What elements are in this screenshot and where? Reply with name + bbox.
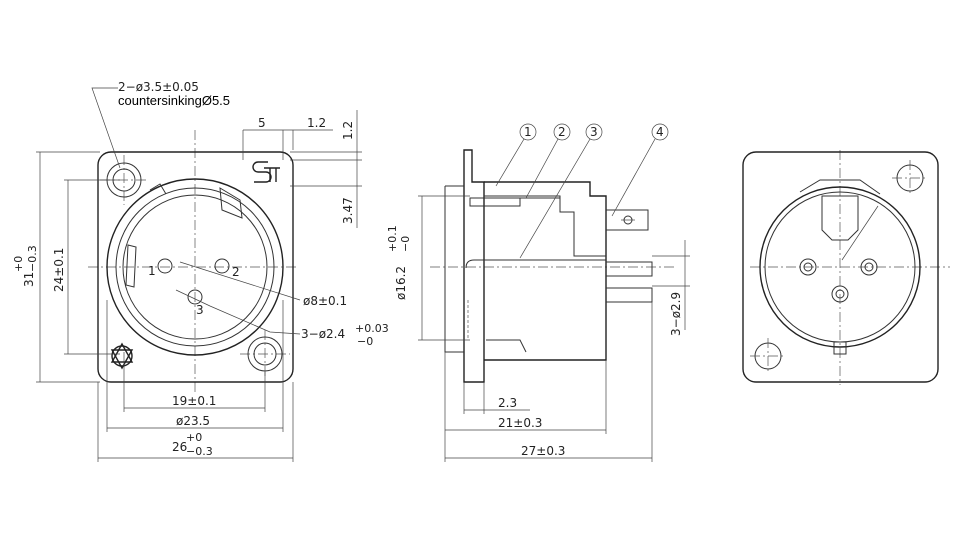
dim-pin-dia-2-9: 3−ø2.9: [669, 292, 683, 336]
housing-outer-ring: [106, 178, 284, 356]
dim-19: 19±0.1: [172, 394, 216, 408]
flange-outline: [97, 151, 294, 383]
pin-3-label: 3: [196, 303, 204, 317]
dim-dia-16-2-tol-lower: −0: [399, 236, 412, 252]
callout-3: 3: [590, 125, 598, 139]
pin-1-label: 1: [148, 264, 156, 278]
callout-1: 1: [524, 125, 532, 139]
dim-height-31-tol-upper: +0: [12, 256, 25, 272]
dim-pin-dia-tol-lower: −0: [357, 335, 373, 348]
side-body: [484, 181, 607, 361]
dim-right-1-2: 1.2: [341, 121, 355, 140]
callout-4: 4: [656, 125, 664, 139]
hole-callout: 2−ø3.5±0.05: [118, 80, 199, 94]
dim-26-tol-upper: +0: [186, 431, 202, 444]
dim-height-31-tol-lower: −0.3: [26, 245, 39, 272]
dim-21: 21±0.3: [498, 416, 542, 430]
pin-contact-top: [606, 209, 649, 231]
mounting-hole-bottom-right: [247, 336, 283, 372]
front-view: 1 2 3 2−ø3.5±0.05 countersinkingØ5.5 ø8±…: [12, 80, 389, 462]
rear-housing-outer: [759, 186, 921, 348]
callout-2: 2: [558, 125, 566, 139]
pin-1-contact: [157, 258, 173, 274]
pin-2-contact: [214, 258, 230, 274]
pin-2-label: 2: [232, 265, 240, 279]
dim-dia-16-2-tol-upper: +0.1: [386, 225, 399, 252]
dim-height-31: 31: [22, 272, 36, 287]
dim-2-3: 2.3: [498, 396, 517, 410]
side-view: 1 2 3 4 ø16.2 +0.1 −0 3−ø2.9 2.3 21±0.3 …: [386, 123, 690, 462]
dim-right-3-47: 3.47: [341, 197, 355, 224]
dim-top-1-2: 1.2: [307, 116, 326, 130]
dim-23-5: ø23.5: [176, 414, 210, 428]
countersink-callout: countersinkingØ5.5: [118, 93, 230, 108]
dim-top-5: 5: [258, 116, 266, 130]
dim-26: 26: [172, 440, 187, 454]
brand-logo: [252, 161, 280, 183]
dim-height-24: 24±0.1: [52, 248, 66, 292]
dim-pin-dia-tol-upper: +0.03: [355, 322, 389, 335]
side-flange: [463, 149, 485, 383]
dim-dia-8: ø8±0.1: [303, 294, 347, 308]
dim-27: 27±0.3: [521, 444, 565, 458]
pin-3-contact: [187, 289, 203, 305]
safety-logo: [110, 342, 134, 370]
dim-dia-16-2: ø16.2: [394, 266, 408, 300]
rear-view: [742, 150, 950, 385]
dim-26-tol-lower: −0.3: [186, 445, 213, 458]
dim-pin-dia: 3−ø2.4: [301, 327, 345, 341]
rear-flange: [742, 151, 939, 383]
